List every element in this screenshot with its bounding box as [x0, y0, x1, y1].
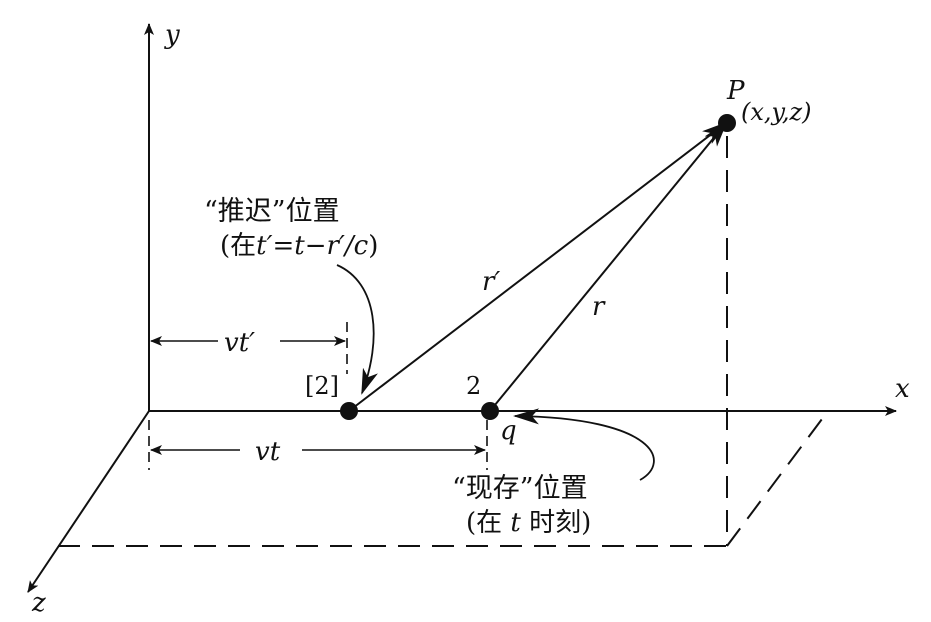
present-pointer-arrow — [513, 408, 655, 481]
z-axis — [27, 410, 150, 593]
retarded-title: “推迟”位置 — [204, 196, 340, 227]
y-axis-label: y — [164, 20, 180, 50]
retarded-condition: (在t′=t−r′/c) — [220, 231, 378, 261]
point-P-label: P — [726, 76, 745, 106]
r-vector — [489, 121, 728, 412]
present-title: “现存”位置 — [452, 473, 588, 504]
retarded-charge-dot — [340, 402, 358, 420]
x-axis-label: x — [895, 374, 910, 404]
r-label: r — [592, 292, 606, 322]
present-charge-dot — [481, 402, 499, 420]
charge-q-label: q — [500, 416, 517, 446]
retarded-marker: [2] — [305, 372, 339, 400]
r-prime-vector — [348, 121, 728, 412]
projection-diagonal — [726, 410, 829, 547]
r-prime-label: r′ — [482, 267, 500, 297]
point-P-coords: (x,y,z) — [741, 98, 812, 126]
vt-prime-label: vt′ — [224, 328, 255, 358]
z-axis-label: z — [31, 588, 46, 618]
vt-label: vt — [255, 437, 281, 467]
present-marker: 2 — [466, 372, 481, 400]
present-condition: (在 t 时刻) — [466, 508, 591, 538]
retarded-pointer-arrow — [336, 264, 378, 395]
point-P-dot — [718, 114, 736, 132]
